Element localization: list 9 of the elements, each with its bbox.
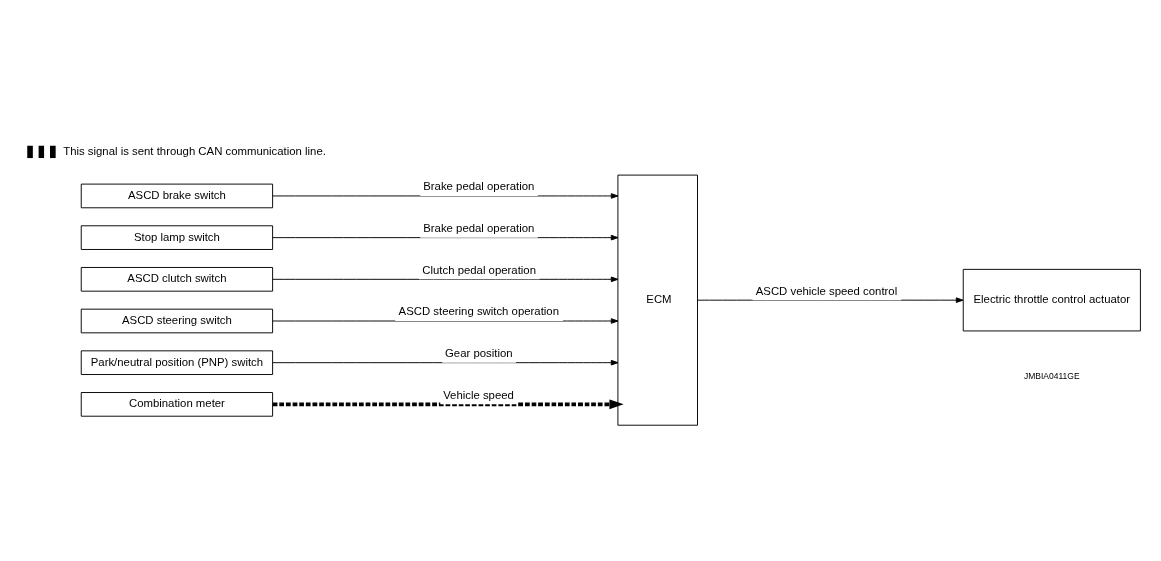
edge-label: Brake pedal operation (423, 222, 535, 235)
edge-label: Clutch pedal operation (422, 263, 536, 276)
edge-label: ASCD vehicle speed control (755, 284, 898, 297)
edge-label: Gear position (445, 347, 513, 360)
edge-label: Vehicle speed (443, 388, 514, 401)
label: JMBIA0411GE (1023, 370, 1080, 381)
edge-label: ASCD steering switch operation (398, 305, 559, 318)
legend-label: This signal is sent through CAN communication line. (63, 144, 326, 157)
edge-label: Brake pedal operation (423, 180, 535, 193)
